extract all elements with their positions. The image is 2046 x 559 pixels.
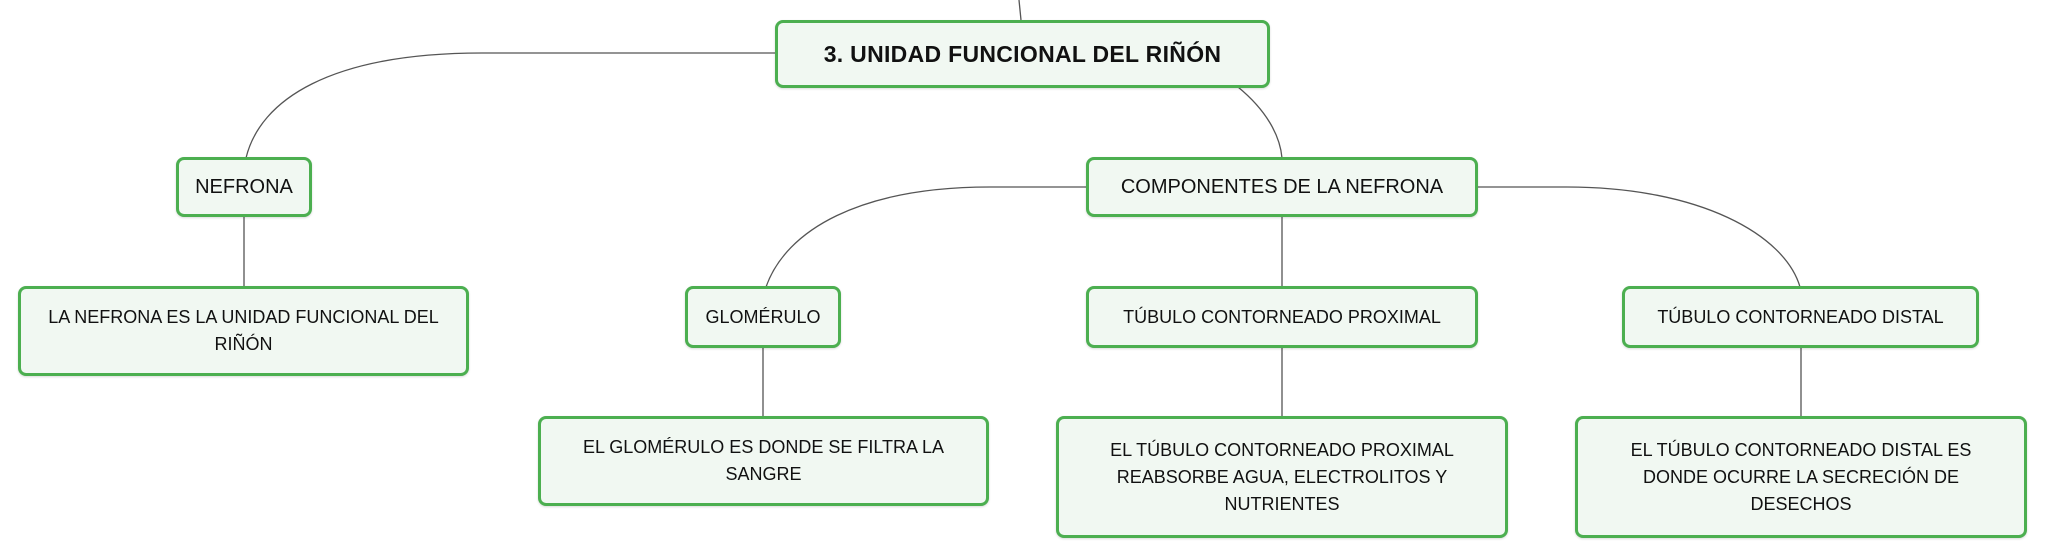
detail-tubulo-distal-text: EL TÚBULO CONTORNEADO DISTAL ES DONDE OC… — [1630, 439, 1972, 514]
topic-tubulo-distal-label: TÚBULO CONTORNEADO DISTAL — [1657, 306, 1944, 327]
connector-componentes-to-distal — [1477, 186, 1801, 288]
detail-nefrona[interactable]: LA NEFRONA ES LA UNIDAD FUNCIONAL DEL RI… — [18, 286, 469, 376]
topic-nefrona[interactable]: NEFRONA — [176, 157, 312, 217]
connector-root-to-nefrona — [245, 52, 775, 159]
connector-componentes-to-glomerulo — [765, 186, 1087, 288]
topic-glomerulo[interactable]: GLOMÉRULO — [685, 286, 841, 348]
topic-componentes-nefrona[interactable]: COMPONENTES DE LA NEFRONA — [1086, 157, 1478, 217]
detail-nefrona-text: LA NEFRONA ES LA UNIDAD FUNCIONAL DEL RI… — [48, 307, 439, 354]
root-topic-label: 3. UNIDAD FUNCIONAL DEL RIÑÓN — [823, 40, 1222, 67]
detail-tubulo-proximal-text: EL TÚBULO CONTORNEADO PROXIMAL REABSORBE… — [1110, 439, 1454, 514]
topic-nefrona-label: NEFRONA — [195, 176, 293, 198]
root-topic[interactable]: 3. UNIDAD FUNCIONAL DEL RIÑÓN — [775, 20, 1270, 88]
detail-glomerulo-text: EL GLOMÉRULO ES DONDE SE FILTRA LA SANGR… — [582, 437, 945, 484]
topic-tubulo-proximal-label: TÚBULO CONTORNEADO PROXIMAL — [1123, 306, 1441, 327]
topic-componentes-nefrona-label: COMPONENTES DE LA NEFRONA — [1120, 176, 1444, 198]
topic-glomerulo-label: GLOMÉRULO — [705, 306, 821, 327]
detail-tubulo-proximal[interactable]: EL TÚBULO CONTORNEADO PROXIMAL REABSORBE… — [1056, 416, 1508, 538]
topic-tubulo-proximal[interactable]: TÚBULO CONTORNEADO PROXIMAL — [1086, 286, 1478, 348]
connector-root-to-componentes — [1237, 86, 1283, 159]
topic-tubulo-distal[interactable]: TÚBULO CONTORNEADO DISTAL — [1622, 286, 1979, 348]
detail-glomerulo[interactable]: EL GLOMÉRULO ES DONDE SE FILTRA LA SANGR… — [538, 416, 989, 506]
connector-parent-to-root — [1018, 0, 1022, 21]
detail-tubulo-distal[interactable]: EL TÚBULO CONTORNEADO DISTAL ES DONDE OC… — [1575, 416, 2027, 538]
